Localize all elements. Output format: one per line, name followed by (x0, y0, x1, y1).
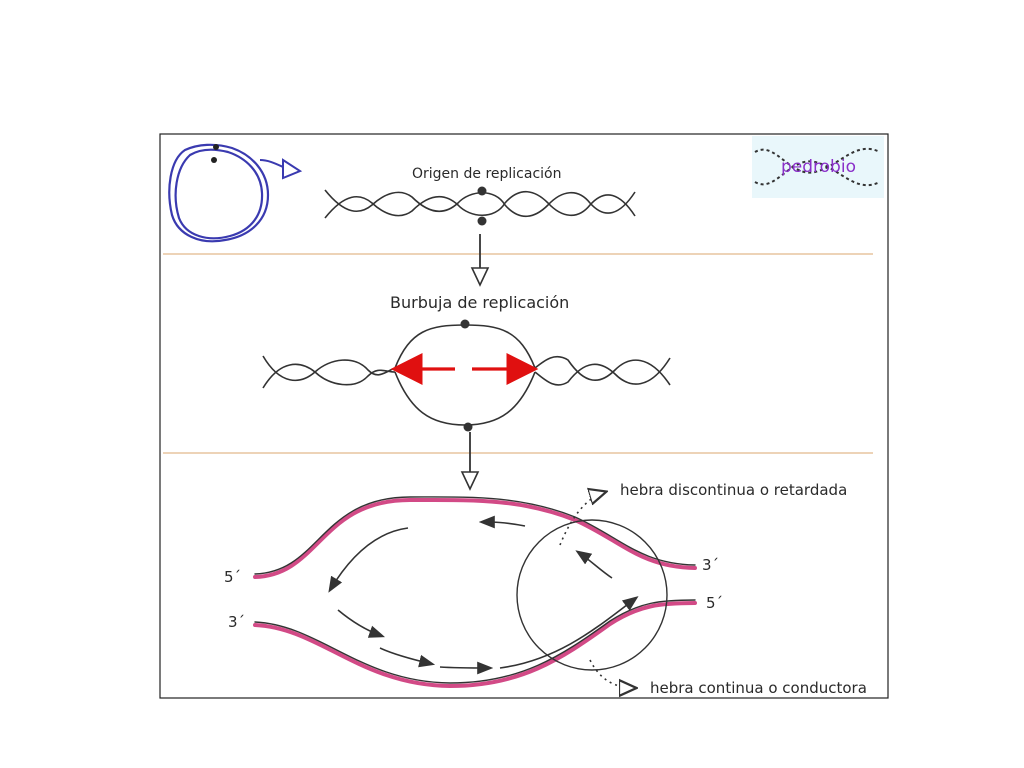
leading-fragments (337, 596, 639, 675)
fork-highlight-circle (516, 519, 668, 671)
origin-label: Origen de replicación (412, 166, 561, 182)
parental-strands (253, 496, 697, 689)
diagram-frame (159, 133, 889, 699)
end-label: 3´ (228, 613, 245, 631)
end-label: 5´ (706, 594, 723, 612)
bubble-label: Burbuja de replicación (390, 293, 569, 312)
end-label: 3´ (702, 556, 719, 574)
lagging-fragments (328, 515, 613, 593)
circular-dna-icon (168, 143, 270, 243)
lagging-label: hebra discontinua o retardada (620, 481, 847, 499)
arrow-icon (259, 158, 303, 180)
origin-point (477, 216, 487, 226)
logo: pedrobio (752, 136, 884, 198)
callout-lagging (559, 492, 605, 546)
origin-point (460, 319, 470, 329)
leading-label: hebra continua o conductora (650, 679, 867, 697)
down-arrow (460, 432, 480, 491)
origin-point (463, 422, 473, 432)
down-arrow (470, 234, 490, 287)
end-label: 5´ (224, 568, 241, 586)
logo-text: pedrobio (781, 157, 856, 177)
origin-point (477, 186, 487, 196)
